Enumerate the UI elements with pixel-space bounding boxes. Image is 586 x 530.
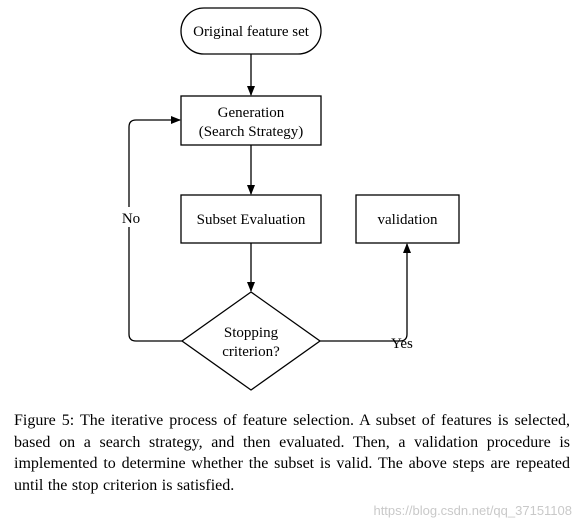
watermark: https://blog.csdn.net/qq_37151108	[373, 503, 572, 518]
no-label-bg	[118, 207, 144, 227]
generation-label: Generation	[218, 105, 285, 121]
generation-node	[180, 95, 322, 146]
criterion-label: criterion?	[222, 344, 280, 360]
validation-node	[355, 194, 460, 244]
yes-label: Yes	[391, 336, 413, 352]
arrow-yes-to-validation	[320, 243, 411, 342]
figure-caption: Figure 5: The iterative process of featu…	[14, 412, 570, 494]
flowchart: Original feature set Generation (Search …	[118, 7, 460, 391]
stopping-criterion-node	[180, 291, 322, 391]
no-label: No	[122, 211, 140, 227]
arrow-no-loop	[128, 116, 182, 342]
search-strategy-label: (Search Strategy)	[199, 124, 304, 140]
stopping-label: Stopping	[224, 325, 279, 341]
validation-label: validation	[378, 212, 438, 228]
subset-evaluation-label: Subset Evaluation	[197, 212, 306, 228]
original-feature-set-label: Original feature set	[193, 24, 310, 40]
